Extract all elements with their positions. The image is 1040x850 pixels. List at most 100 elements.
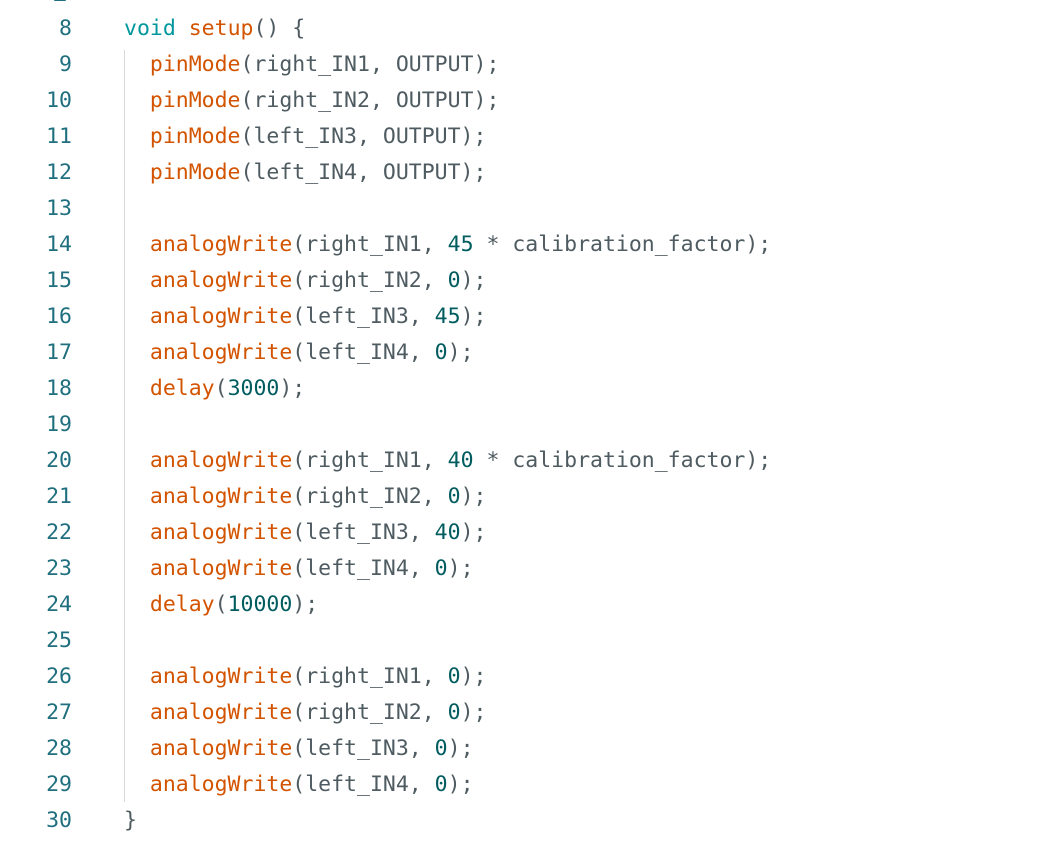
code-line[interactable]: 18 delay(3000); (0, 371, 1040, 407)
line-number: 20 (46, 448, 72, 473)
code-text: analogWrite(left_IN3, 45); (124, 299, 487, 335)
line-number: 17 (46, 340, 72, 365)
code-token-function: pinMode (149, 52, 241, 77)
code-token-number: 0 (447, 268, 461, 293)
code-token-function: analogWrite (149, 700, 293, 725)
code-token-identifier: ); (447, 556, 474, 581)
code-token-number: 40 (434, 520, 461, 545)
code-text: pinMode(left_IN4, OUTPUT); (124, 155, 487, 191)
line-number: 24 (46, 592, 72, 617)
code-line[interactable]: 28 analogWrite(left_IN3, 0); (0, 731, 1040, 767)
code-token-identifier (124, 340, 150, 365)
line-number: 14 (46, 232, 72, 257)
code-token-identifier (124, 268, 150, 293)
code-line[interactable]: 25 (0, 623, 1040, 659)
code-token-identifier: ( (214, 376, 228, 401)
code-text: analogWrite(left_IN4, 0); (124, 767, 474, 803)
code-token-identifier: (right_IN2, (292, 268, 448, 293)
line-number: 28 (46, 736, 72, 761)
code-token-identifier: (right_IN1, OUTPUT); (240, 52, 500, 77)
code-token-identifier: ); (447, 340, 474, 365)
code-token-identifier: ( (214, 592, 228, 617)
line-number: 26 (46, 664, 72, 689)
code-token-function: analogWrite (149, 520, 293, 545)
code-token-identifier (124, 592, 150, 617)
code-line[interactable]: 21 analogWrite(right_IN2, 0); (0, 479, 1040, 515)
code-token-function: analogWrite (149, 448, 293, 473)
code-text: pinMode(right_IN1, OUTPUT); (124, 47, 500, 83)
code-line[interactable]: 27 analogWrite(right_IN2, 0); (0, 695, 1040, 731)
code-text: delay(3000); (124, 371, 305, 407)
partial-line-number-top (54, 0, 66, 1)
code-line[interactable]: 15 analogWrite(right_IN2, 0); (0, 263, 1040, 299)
code-text: analogWrite(right_IN2, 0); (124, 479, 487, 515)
code-line[interactable]: 8 void setup() { (0, 11, 1040, 47)
code-line[interactable]: 29 analogWrite(left_IN4, 0); (0, 767, 1040, 803)
code-token-identifier: (left_IN4, (292, 772, 435, 797)
code-line[interactable]: 13 (0, 191, 1040, 227)
line-number: 23 (46, 556, 72, 581)
line-number: 8 (59, 16, 72, 41)
code-token-number: 45 (447, 232, 474, 257)
code-token-identifier: ); (460, 304, 487, 329)
code-token-function: pinMode (149, 124, 241, 149)
code-token-number: 0 (447, 700, 461, 725)
code-line[interactable]: 14 analogWrite(right_IN1, 45 * calibrati… (0, 227, 1040, 263)
code-line[interactable]: 20 analogWrite(right_IN1, 40 * calibrati… (0, 443, 1040, 479)
code-token-identifier (124, 376, 150, 401)
code-text: delay(10000); (124, 587, 318, 623)
line-number: 30 (46, 808, 72, 833)
code-text: pinMode(left_IN3, OUTPUT); (124, 119, 487, 155)
code-token-identifier (124, 448, 150, 473)
code-line[interactable]: 19 (0, 407, 1040, 443)
code-token-identifier (124, 736, 150, 761)
line-number: 13 (46, 196, 72, 221)
code-token-identifier (176, 16, 189, 41)
code-line[interactable]: 9 pinMode(right_IN1, OUTPUT); (0, 47, 1040, 83)
code-text: pinMode(right_IN2, OUTPUT); (124, 83, 500, 119)
code-line[interactable]: 30} (0, 803, 1040, 839)
code-token-identifier: ); (460, 700, 487, 725)
code-token-function: pinMode (149, 88, 241, 113)
code-text: } (124, 803, 137, 839)
code-token-number: 0 (434, 772, 448, 797)
code-token-identifier: ); (447, 736, 474, 761)
code-line[interactable]: 16 analogWrite(left_IN3, 45); (0, 299, 1040, 335)
line-number: 12 (46, 160, 72, 185)
code-token-function: analogWrite (149, 304, 293, 329)
code-text: void setup() { (124, 11, 305, 47)
code-token-identifier: ); (460, 484, 487, 509)
code-token-function: setup (188, 16, 254, 41)
line-number: 27 (46, 700, 72, 725)
code-token-identifier (124, 484, 150, 509)
code-token-identifier: (left_IN4, (292, 340, 435, 365)
code-line[interactable]: 22 analogWrite(left_IN3, 40); (0, 515, 1040, 551)
code-token-identifier: ); (292, 592, 319, 617)
code-text: analogWrite(left_IN4, 0); (124, 551, 474, 587)
code-token-identifier: (right_IN1, (292, 232, 448, 257)
code-line[interactable]: 10 pinMode(right_IN2, OUTPUT); (0, 83, 1040, 119)
code-token-identifier: (right_IN1, (292, 448, 448, 473)
code-text: analogWrite(right_IN1, 0); (124, 659, 487, 695)
code-token-identifier: ); (460, 268, 487, 293)
code-line[interactable]: 26 analogWrite(right_IN1, 0); (0, 659, 1040, 695)
line-number: 15 (46, 268, 72, 293)
code-token-identifier (124, 160, 150, 185)
code-token-number: 40 (447, 448, 474, 473)
code-token-identifier: ); (447, 772, 474, 797)
code-token-identifier: ); (279, 376, 306, 401)
code-line[interactable]: 11 pinMode(left_IN3, OUTPUT); (0, 119, 1040, 155)
code-token-number: 0 (447, 664, 461, 689)
code-line[interactable]: 24 delay(10000); (0, 587, 1040, 623)
code-token-number: 0 (434, 736, 448, 761)
code-token-identifier: (left_IN3, OUTPUT); (240, 124, 487, 149)
code-line[interactable]: 17 analogWrite(left_IN4, 0); (0, 335, 1040, 371)
code-line[interactable]: 12 pinMode(left_IN4, OUTPUT); (0, 155, 1040, 191)
line-number: 16 (46, 304, 72, 329)
code-token-identifier: (right_IN1, (292, 664, 448, 689)
line-number: 10 (46, 88, 72, 113)
code-token-function: pinMode (149, 160, 241, 185)
line-number: 21 (46, 484, 72, 509)
code-line[interactable]: 23 analogWrite(left_IN4, 0); (0, 551, 1040, 587)
